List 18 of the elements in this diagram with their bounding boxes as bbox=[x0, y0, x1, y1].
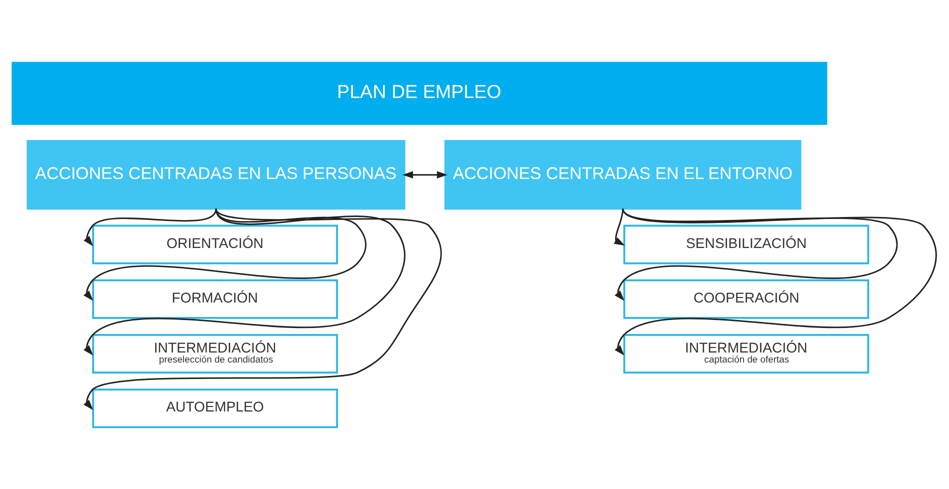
arrow bbox=[402, 170, 448, 178]
node-box: ACCIONES CENTRADAS EN LAS PERSONAS bbox=[26, 140, 406, 210]
arrow bbox=[83, 208, 406, 355]
arrow bbox=[614, 208, 625, 246]
arrow bbox=[614, 208, 898, 300]
node-box: SENSIBILIZACIÓN bbox=[623, 224, 870, 264]
node-box: ORIENTACIÓN bbox=[92, 224, 338, 264]
arrow bbox=[614, 208, 937, 355]
arrow bbox=[83, 208, 366, 300]
node-box: ACCIONES CENTRADAS EN EL ENTORNO bbox=[444, 140, 802, 210]
node-box: FORMACIÓN bbox=[92, 278, 338, 318]
arrow bbox=[83, 208, 442, 410]
node-box: COOPERACIÓN bbox=[623, 278, 870, 318]
node-box: INTERMEDIACIÓN captación de ofertas bbox=[623, 334, 870, 374]
node-box: PLAN DE EMPLEO bbox=[12, 61, 828, 124]
node-box: AUTOEMPLEO bbox=[92, 388, 338, 428]
node-box: INTERMEDIACIÓN preselección de candidatos bbox=[92, 334, 338, 374]
arrow bbox=[84, 208, 217, 246]
